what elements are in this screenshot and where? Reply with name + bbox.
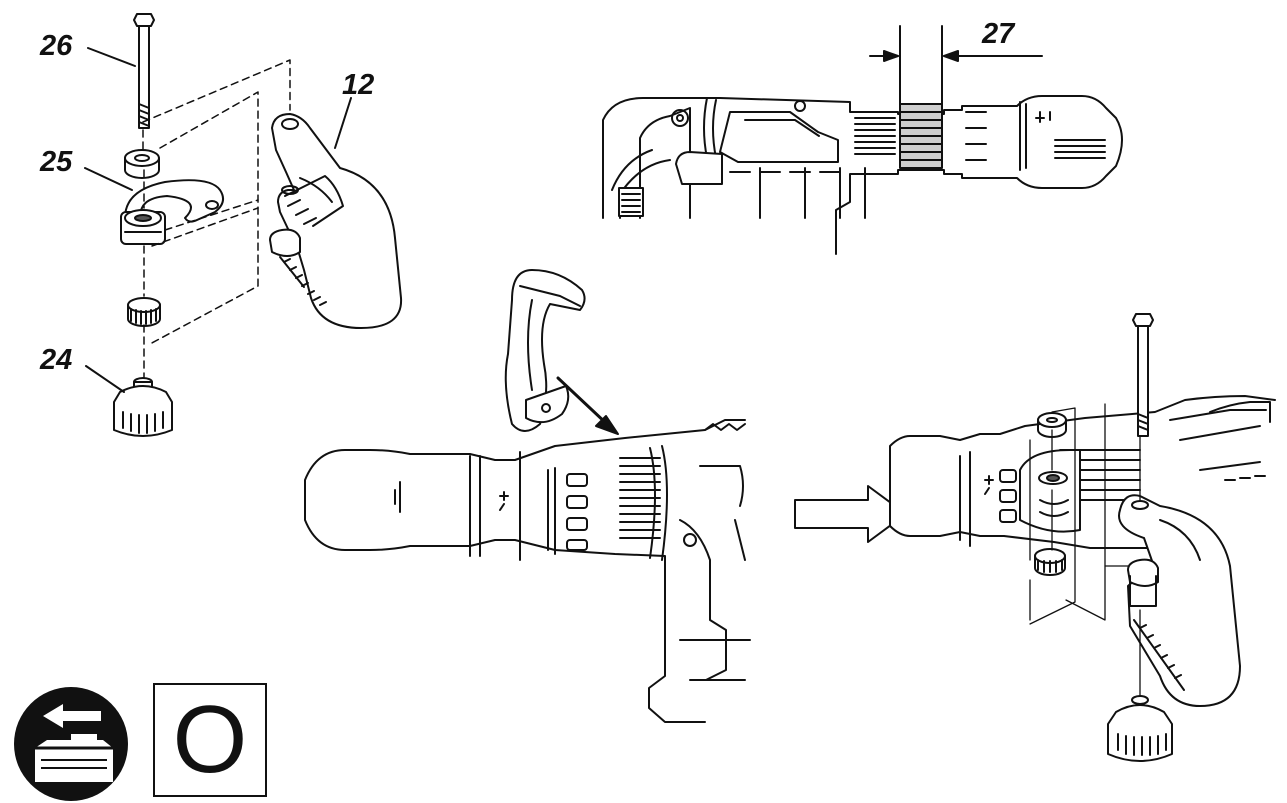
upper-washer xyxy=(124,149,160,179)
handle-installation-step xyxy=(304,269,751,723)
knob-24 xyxy=(113,377,173,437)
depth-dimension-27 xyxy=(869,25,1043,105)
clamp-ring-25 xyxy=(120,179,225,245)
callout-26: 26 xyxy=(40,30,73,62)
switch-off-symbol: O xyxy=(153,683,267,797)
handle-12 xyxy=(269,113,403,329)
assembly-guide-lines xyxy=(142,59,291,379)
arrow-right-icon xyxy=(794,485,907,543)
callout-12: 12 xyxy=(342,69,375,101)
battery-remove-icon xyxy=(14,687,128,801)
callout-25: 25 xyxy=(40,146,73,178)
exploded-side-handle xyxy=(84,13,403,437)
callout-27: 27 xyxy=(982,18,1015,50)
assembled-guide-lines xyxy=(1029,403,1141,697)
assembled-handle-view xyxy=(889,313,1276,762)
floating-handle-ring xyxy=(504,269,586,432)
bolt-26 xyxy=(133,13,155,129)
callout-24: 24 xyxy=(40,344,73,376)
push-arrow xyxy=(556,376,619,435)
tool-top-view xyxy=(602,25,1123,255)
serrated-washer xyxy=(127,297,161,327)
